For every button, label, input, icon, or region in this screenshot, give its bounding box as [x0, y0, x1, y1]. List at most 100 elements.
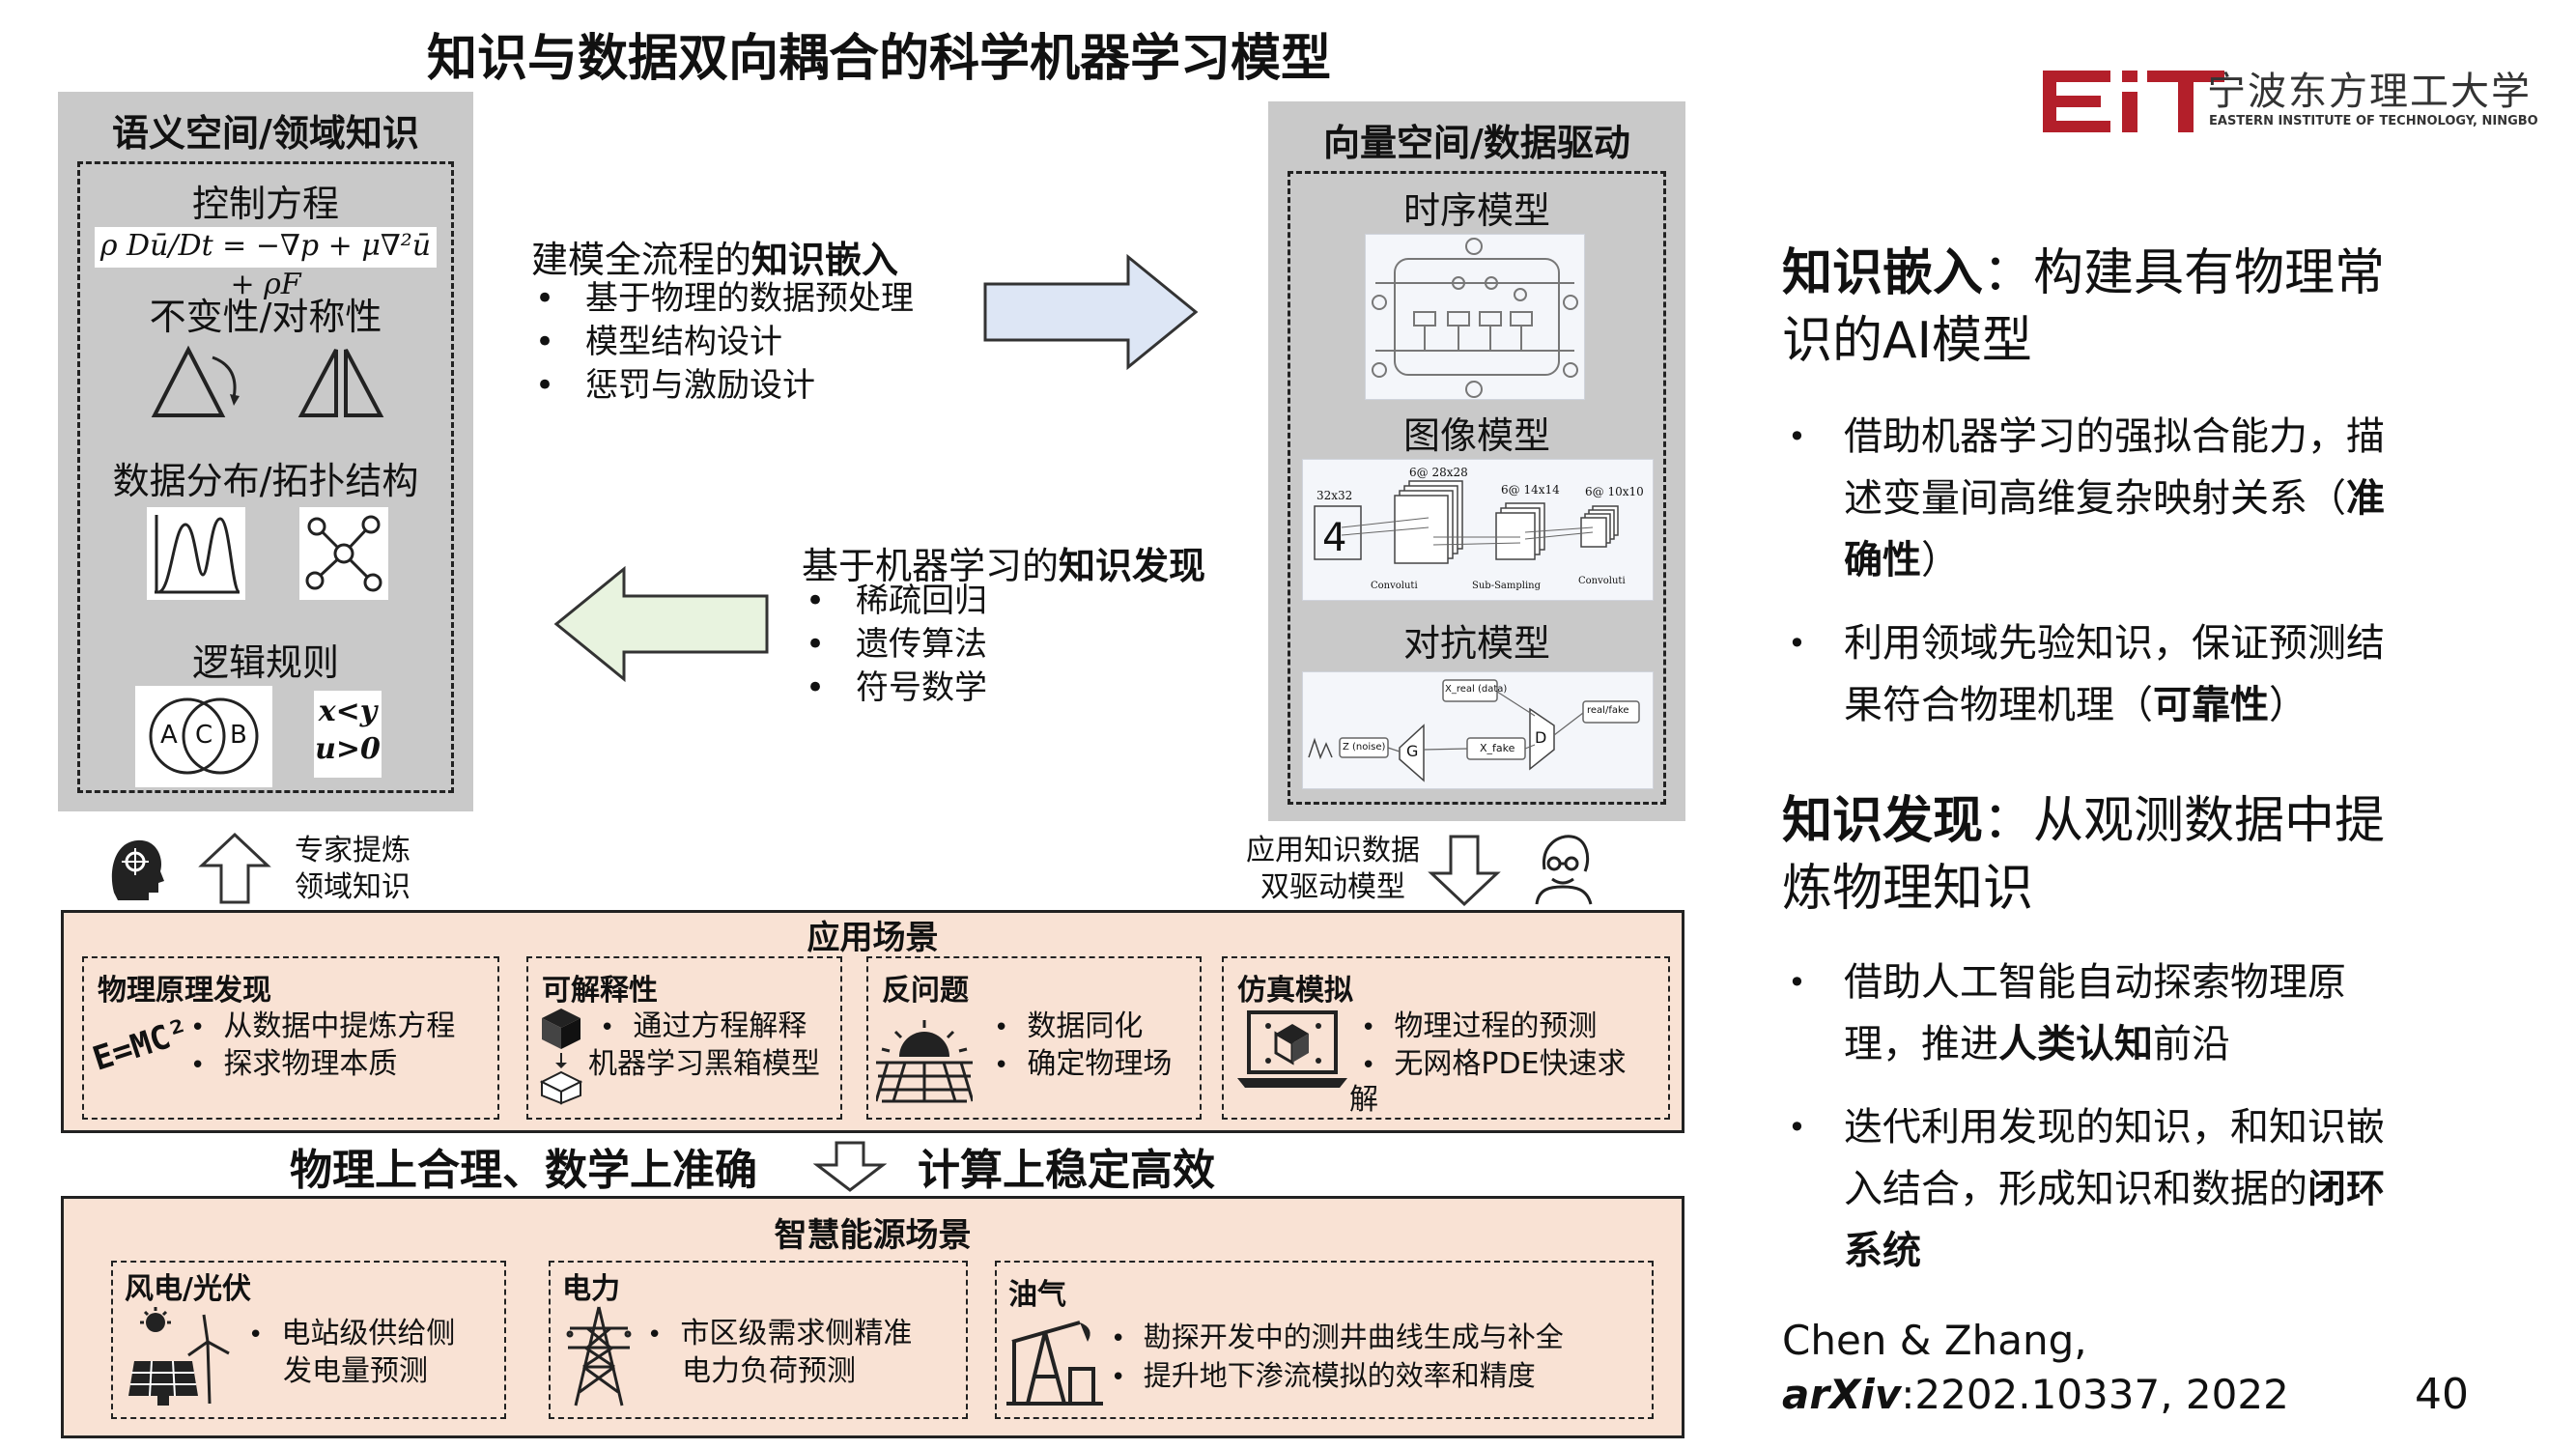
- knowledge-discovery-list: 借助人工智能自动探索物理原理，推进人类认知前沿 迭代利用发现的知识，和知识嵌入结…: [1782, 952, 2420, 1303]
- logo: 宁波东方理工大学 EASTERN INSTITUTE OF TECHNOLOGY…: [2043, 58, 2545, 145]
- embed-heading: 建模全流程的知识嵌入: [531, 239, 899, 281]
- logo-en: EASTERN INSTITUTE OF TECHNOLOGY, NINGBO: [2209, 114, 2538, 128]
- navier-stokes-equation: ρ Dū/Dt = −∇p + μ∇²ū + ρF: [95, 227, 437, 301]
- laptop-cube-icon: [1237, 1010, 1347, 1088]
- expert-head-icon: [111, 839, 164, 900]
- expert-text: 专家提炼 领域知识: [295, 834, 410, 904]
- embed-item: 惩罚与激励设计: [531, 364, 914, 408]
- gan-output-label: real/fake: [1587, 705, 1629, 716]
- cnn-digit: 4: [1322, 516, 1347, 560]
- sunrise-field-icon: [876, 1020, 973, 1103]
- embedding-point-reliability: 利用领域先验知识，保证预测结果符合物理机理（可靠性）: [1782, 612, 2420, 736]
- venn-label-b: B: [230, 721, 247, 750]
- scene-card-simulation: 仿真模拟 • 物理过程的预测 • 无网格PDE快速求 解: [1222, 956, 1670, 1120]
- blackbox-icon: [540, 1009, 582, 1105]
- card-title: 可解释性: [542, 974, 658, 1008]
- page-number: 40: [2415, 1370, 2469, 1419]
- semantic-inner-box: [77, 161, 454, 793]
- embed-item: 基于物理的数据预处理: [531, 277, 914, 321]
- embed-item: 模型结构设计: [531, 321, 914, 364]
- distribution-box: [147, 507, 245, 600]
- right-arrow-icon: [983, 253, 1199, 371]
- discover-item: 稀疏回归: [802, 580, 987, 623]
- control-equation-label: 控制方程: [191, 183, 339, 225]
- application-scenes-title: 应用场景: [807, 919, 939, 957]
- energy-card-power: 电力 • 市区级需求侧精准 电力负荷预测: [549, 1261, 968, 1419]
- adversarial-model-label: 对抗模型: [1402, 622, 1550, 665]
- cnn-layers-icon: [1314, 480, 1619, 564]
- gan-discriminator-label: D: [1535, 728, 1547, 747]
- cnn-c2-size: 6@ 10x10: [1585, 485, 1644, 498]
- time-model-label: 时序模型: [1402, 189, 1550, 232]
- scene-card-inverse-problem: 反问题 • 数据同化 • 确定物理场: [866, 956, 1202, 1120]
- card-title: 反问题: [882, 974, 969, 1008]
- embedding-point-accuracy: 借助机器学习的强拟合能力，描述变量间高维复杂映射关系（准确性）: [1782, 406, 2420, 591]
- scientist-icon: [1535, 835, 1593, 905]
- gan-real-label: X_real (data): [1445, 684, 1508, 695]
- down-arrow-small-icon: [813, 1141, 887, 1192]
- down-arrow-icon: [1428, 835, 1501, 907]
- venn-label-c: C: [195, 721, 213, 750]
- scene-card-physics-discovery: 物理原理发现 E=MC² • 从数据中提炼方程 • 探求物理本质: [82, 956, 499, 1120]
- vector-inner-box: [1288, 171, 1666, 805]
- symmetry-icon: [151, 345, 384, 417]
- card-items: • 电站级供给侧 发电量预测: [248, 1317, 456, 1388]
- logo-cn: 宁波东方理工大学: [2207, 70, 2532, 114]
- card-items: • 物理过程的预测 • 无网格PDE快速求: [1361, 1009, 1627, 1081]
- slogan-right: 计算上稳定高效: [918, 1146, 1215, 1195]
- cnn-c1-size: 6@ 28x28: [1409, 466, 1468, 479]
- page-title: 知识与数据双向耦合的科学机器学习模型: [426, 30, 1331, 88]
- discover-list: 稀疏回归 遗传算法 符号数学: [802, 580, 987, 710]
- discover-item: 符号数学: [802, 667, 987, 710]
- energy-card-wind-solar: 风电/光伏 • 电站级供给侧 发电量预测: [111, 1261, 506, 1419]
- graph-network-icon: [305, 515, 382, 592]
- cnn-conv2-label: Convoluti: [1578, 576, 1626, 586]
- dual-drive-text: 应用知识数据 双驱动模型: [1246, 834, 1420, 904]
- logic-expr-1: x<y: [318, 695, 378, 728]
- logic-expr-box: x<y u>0: [314, 691, 382, 778]
- logic-expr-2: u>0: [315, 732, 381, 766]
- card-items-tail: 解: [1349, 1083, 1378, 1117]
- venn-label-a: A: [160, 721, 178, 750]
- card-items: • 勘探开发中的测井曲线生成与补全 • 提升地下渗流模拟的效率和精度: [1111, 1321, 1564, 1392]
- gan-noise-label: Z (noise): [1343, 742, 1386, 753]
- discovery-point-frontier: 借助人工智能自动探索物理原理，推进人类认知前沿: [1782, 952, 2420, 1075]
- cnn-conv-label: Convoluti: [1371, 581, 1418, 591]
- knowledge-embedding-list: 借助机器学习的强拟合能力，描述变量间高维复杂映射关系（准确性） 利用领域先验知识…: [1782, 406, 2420, 757]
- discovery-point-closed-loop: 迭代利用发现的知识，和知识嵌入结合，形成知识和数据的闭环系统: [1782, 1096, 2420, 1282]
- invariance-symmetry-label: 不变性/对称性: [149, 296, 382, 338]
- venn-diagram-icon: [149, 697, 259, 775]
- card-items: • 数据同化 • 确定物理场: [994, 1009, 1173, 1081]
- citation: Chen & Zhang, arXiv:2202.10337, 2022: [1782, 1317, 2289, 1418]
- cnn-sub-label: Sub-Sampling: [1472, 581, 1542, 591]
- application-scenes-box: 应用场景: [61, 910, 1684, 1133]
- knowledge-discovery-heading: 知识发现：从观测数据中提 炼物理知识: [1782, 792, 2386, 918]
- slogan-left: 物理上合理、数学上准确: [290, 1146, 757, 1195]
- lstm-cell-icon: [1372, 238, 1578, 398]
- semantic-panel-title: 语义空间/领域知识: [112, 112, 419, 155]
- wind-solar-icon: [128, 1307, 230, 1406]
- logic-rule-label: 逻辑规则: [191, 641, 339, 684]
- scene-card-interpretability: 可解释性 • 通过方程解释 机器学习黑箱模型: [526, 956, 842, 1120]
- card-title: 电力: [562, 1272, 620, 1306]
- up-arrow-icon: [198, 832, 271, 904]
- distribution-topology-label: 数据分布/拓扑结构: [112, 460, 419, 502]
- card-items: • 市区级需求侧精准 电力负荷预测: [647, 1317, 913, 1388]
- embed-list: 基于物理的数据预处理 模型结构设计 惩罚与激励设计: [531, 277, 914, 408]
- lstm-diagram: [1365, 234, 1585, 400]
- cnn-s1-size: 6@ 14x14: [1501, 483, 1560, 497]
- distribution-curve-icon: [155, 515, 241, 594]
- topology-box: [299, 507, 388, 600]
- card-items: • 通过方程解释 机器学习黑箱模型: [588, 1009, 820, 1081]
- left-arrow-icon: [553, 565, 769, 683]
- oil-pump-icon: [1006, 1321, 1103, 1406]
- gan-fake-label: X_fake: [1480, 742, 1515, 754]
- card-title: 仿真模拟: [1237, 974, 1353, 1008]
- knowledge-embedding-heading: 知识嵌入：构建具有物理常 识的AI模型: [1782, 244, 2386, 370]
- card-title: 油气: [1008, 1278, 1066, 1312]
- cnn-input-size: 32x32: [1316, 489, 1353, 502]
- gan-generator-label: G: [1406, 742, 1419, 760]
- eit-logo-icon: [2043, 71, 2224, 132]
- venn-box: A C B: [135, 686, 272, 787]
- emc2-icon: E=MC²: [88, 1011, 195, 1079]
